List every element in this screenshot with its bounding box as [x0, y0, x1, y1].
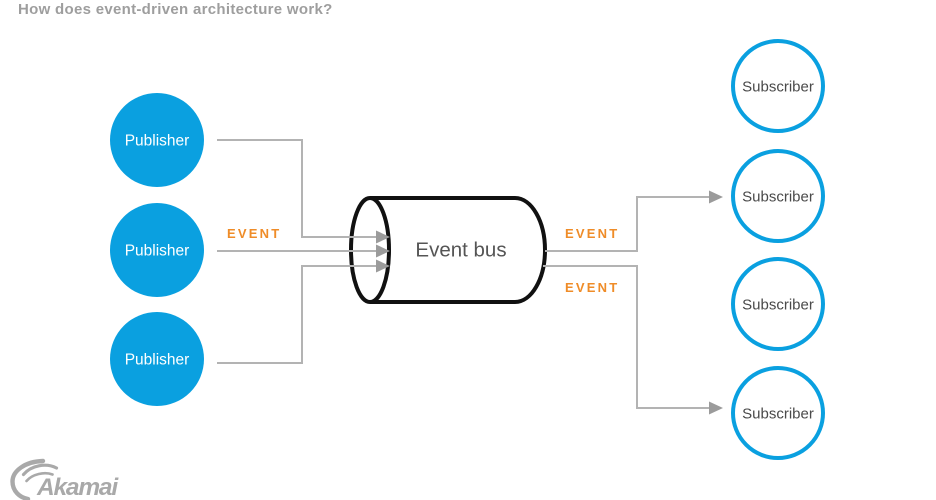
publisher-circle: [110, 93, 204, 187]
event-label-left: EVENT: [227, 226, 281, 241]
connector-bus-to-subscriber4: [543, 265, 723, 415]
publisher-label: Publisher: [125, 243, 190, 260]
subscriber-label: Subscriber: [742, 297, 814, 314]
event-bus-label: Event bus: [415, 239, 506, 262]
publisher-circle: [110, 203, 204, 297]
connector-publisher1-to-bus: [217, 139, 390, 244]
publisher-circle: [110, 312, 204, 406]
subscriber-circle: [731, 366, 825, 460]
subscriber-node: Subscriber: [731, 257, 825, 351]
arrowhead-icon: [376, 259, 390, 273]
event-label-right-bottom: EVENT: [565, 280, 619, 295]
akamai-wave-outer-icon: [21, 463, 59, 477]
akamai-logo-text: Akamai: [36, 474, 119, 500]
connector-publisher2-to-bus: [217, 244, 390, 258]
connector-publisher3-to-bus: [217, 259, 390, 364]
event-label-right-top: EVENT: [565, 226, 619, 241]
akamai-wave-inner-icon: [25, 471, 54, 483]
connector-line: [543, 265, 709, 409]
subscriber-node: Subscriber: [731, 39, 825, 133]
subscriber-node: Subscriber: [731, 366, 825, 460]
publisher-label: Publisher: [125, 133, 190, 150]
connector-line: [217, 265, 377, 364]
arrowhead-icon: [709, 401, 723, 415]
arrowhead-icon: [709, 190, 723, 204]
connector-bus-to-subscriber2: [545, 190, 723, 252]
subscriber-circle: [731, 257, 825, 351]
subscriber-label: Subscriber: [742, 79, 814, 96]
akamai-logo: Akamai: [10, 458, 121, 500]
arrowhead-icon: [376, 244, 390, 258]
publisher-label: Publisher: [125, 352, 190, 369]
publisher-node: Publisher: [110, 93, 204, 187]
publisher-node: Publisher: [110, 312, 204, 406]
connector-line: [217, 139, 377, 238]
subscriber-circle: [731, 39, 825, 133]
subscriber-label: Subscriber: [742, 189, 814, 206]
page-title: How does event-driven architecture work?: [18, 1, 333, 18]
subscriber-circle: [731, 149, 825, 243]
connector-line: [545, 196, 709, 252]
akamai-swoosh-icon: [10, 458, 46, 500]
arrowhead-icon: [376, 230, 390, 244]
subscriber-label: Subscriber: [742, 406, 814, 423]
publisher-node: Publisher: [110, 203, 204, 297]
subscriber-node: Subscriber: [731, 149, 825, 243]
